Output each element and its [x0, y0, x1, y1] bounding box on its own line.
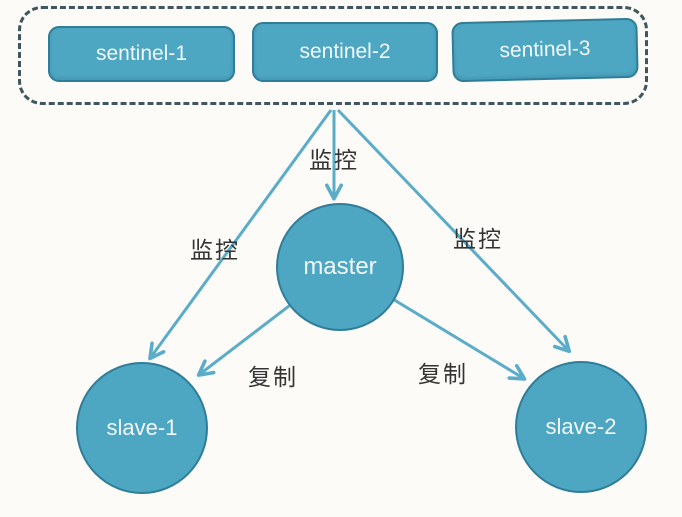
edge-label-replicate-slave-1: 复制 [248, 364, 298, 390]
sentinel-group-box [18, 6, 648, 105]
edge-label-monitor-master: 监控 [309, 147, 359, 173]
arrow-sentinels-to-slave-2 [336, 108, 572, 354]
edge-label-monitor-slave-1: 监控 [190, 237, 240, 263]
node-sentinel-1: sentinel-1 [48, 26, 235, 82]
node-master-label: master [303, 253, 377, 280]
edge-label-replicate-slave-2: 复制 [418, 361, 468, 387]
node-slave-2-label: slave-2 [545, 414, 617, 439]
node-sentinel-1-label: sentinel-1 [95, 42, 188, 65]
node-slave-1-label: slave-1 [106, 415, 178, 440]
node-sentinel-3-label: sentinel-3 [499, 36, 591, 63]
node-slave-1: slave-1 [76, 362, 208, 494]
edge-label-monitor-slave-2: 监控 [453, 226, 503, 252]
node-sentinel-2: sentinel-2 [252, 22, 438, 82]
node-master: master [276, 203, 404, 331]
node-sentinel-3: sentinel-3 [451, 17, 639, 83]
node-slave-2: slave-2 [515, 361, 647, 493]
arrow-sentinels-to-slave-1 [148, 109, 333, 361]
node-sentinel-2-label: sentinel-2 [299, 40, 391, 63]
